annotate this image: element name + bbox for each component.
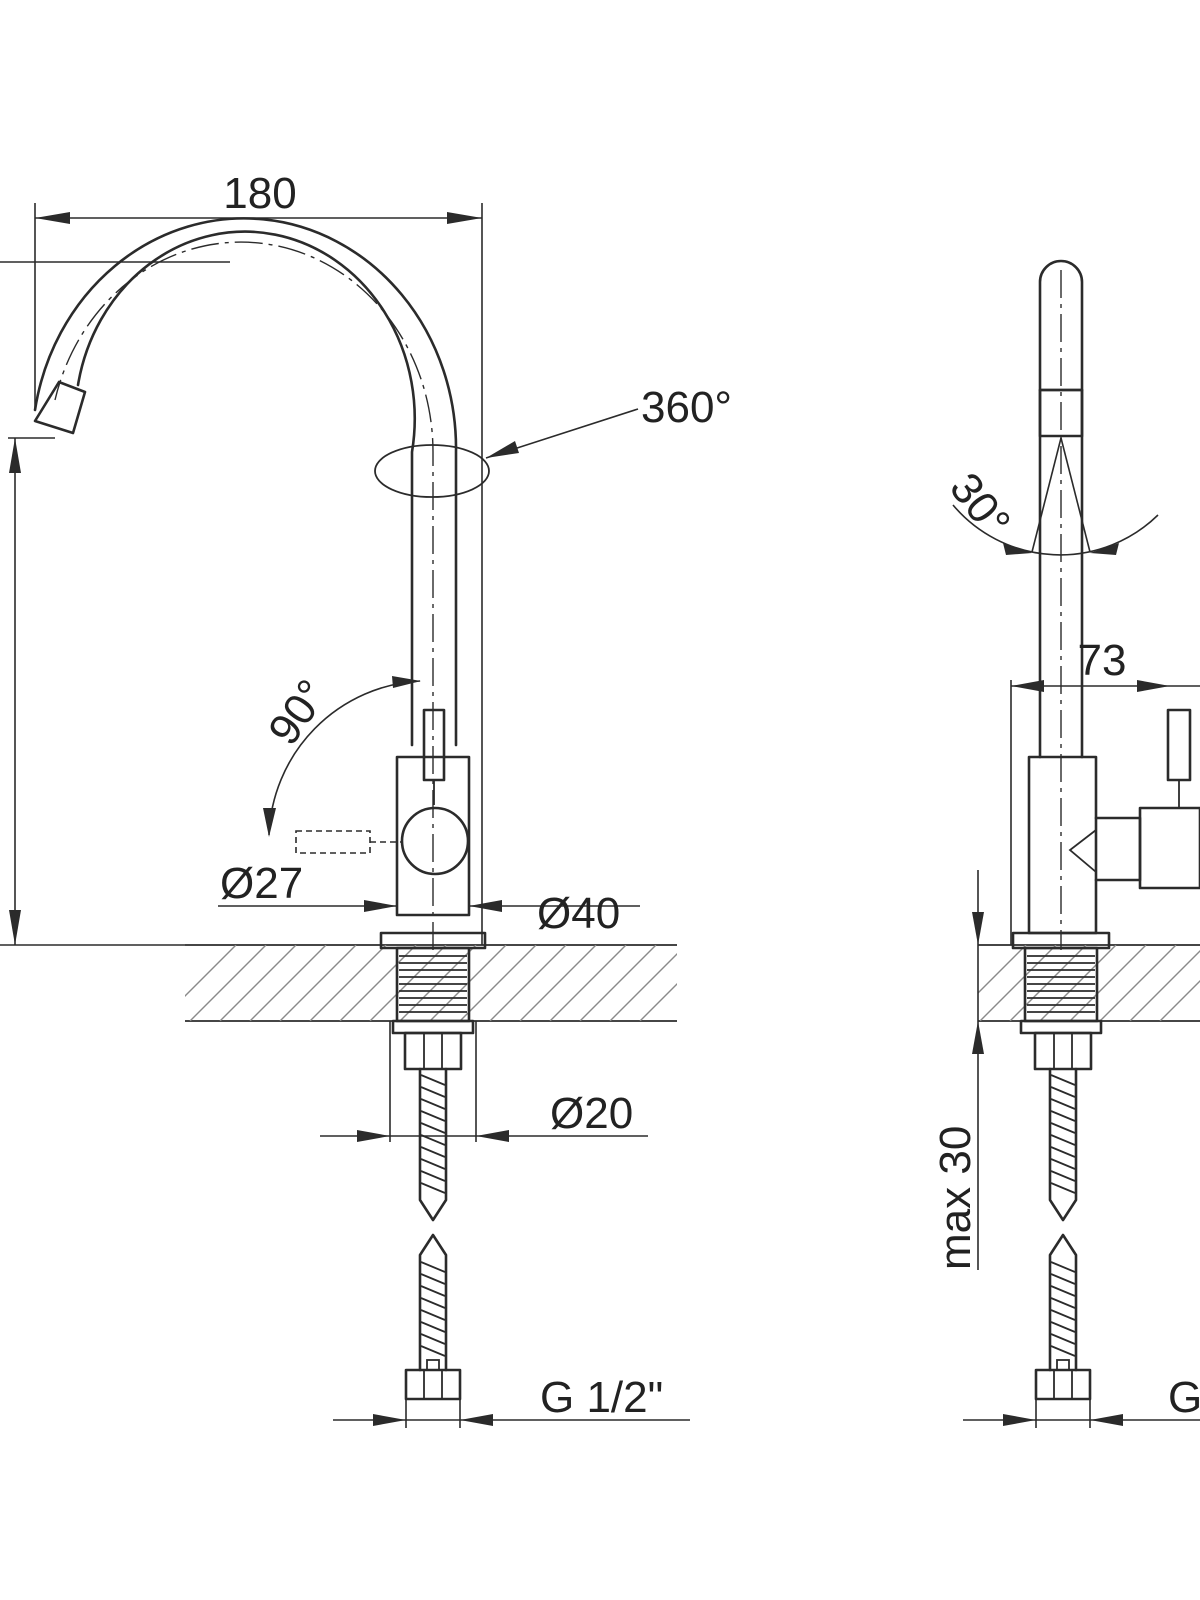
body-front (395, 755, 471, 917)
flex-hose-side-upper (1048, 1067, 1078, 1222)
lever-handle-up (422, 708, 446, 782)
lever-hub-side (1094, 816, 1142, 882)
leader-360 (485, 408, 639, 459)
label-lever-diameter: Ø27 (220, 859, 303, 908)
hose-fitting-nut-side (1034, 1368, 1092, 1401)
flex-hose-side-lower (1048, 1233, 1078, 1372)
lock-nut (403, 1031, 463, 1071)
dimension-height (0, 261, 230, 946)
spout-side (1038, 259, 1084, 950)
label-shank-diameter: Ø20 (550, 1089, 633, 1138)
lever-handle-side-view (1166, 708, 1192, 782)
side-view: 30° 73 max 30 G (931, 259, 1200, 1428)
dimension-width (34, 203, 483, 945)
dimension-connection (333, 1399, 690, 1428)
rotation-ellipse (374, 444, 490, 498)
dimension-lever-diameter (218, 900, 397, 912)
washer (391, 1019, 475, 1035)
label-max-thickness: max 30 (931, 1126, 980, 1270)
hose-fitting-nut (404, 1368, 462, 1401)
aerator-nozzle (33, 380, 87, 435)
threaded-shank-side (1023, 946, 1099, 1023)
label-width: 180 (223, 169, 296, 218)
flex-hose-lower (418, 1233, 448, 1372)
lever-base-side (1138, 806, 1200, 890)
lever-handle-side (295, 830, 402, 854)
dimension-lever-depth (1010, 680, 1200, 945)
washer-side (1019, 1019, 1103, 1035)
label-spout-angle: 30° (940, 464, 1020, 547)
lock-nut-side (1033, 1031, 1093, 1071)
dimension-shank-diameter (320, 1021, 648, 1142)
label-lever-depth: 73 (1078, 636, 1127, 685)
label-lever-angle: 90° (259, 671, 337, 754)
countertop-right (978, 944, 1200, 1022)
label-rotation: 360° (641, 383, 732, 432)
label-connection-side: G (1168, 1373, 1200, 1422)
body-side (1027, 755, 1098, 935)
flex-hose-upper (418, 1067, 448, 1222)
hatch-right (978, 945, 1200, 1021)
spray-cone (952, 437, 1159, 556)
spout-front (33, 217, 458, 950)
cartridge-cap (400, 806, 470, 876)
dimension-max-thickness (972, 870, 984, 1270)
front-view: 180 360° 90° Ø27 Ø40 Ø20 G 1/2" (0, 169, 732, 1428)
label-connection: G 1/2" (540, 1373, 663, 1422)
dimension-connection-side (963, 1399, 1200, 1428)
label-body-diameter: Ø40 (537, 889, 620, 938)
threaded-shank (395, 946, 471, 1023)
arc-90 (263, 676, 421, 837)
dimension-body-diameter (469, 900, 640, 912)
